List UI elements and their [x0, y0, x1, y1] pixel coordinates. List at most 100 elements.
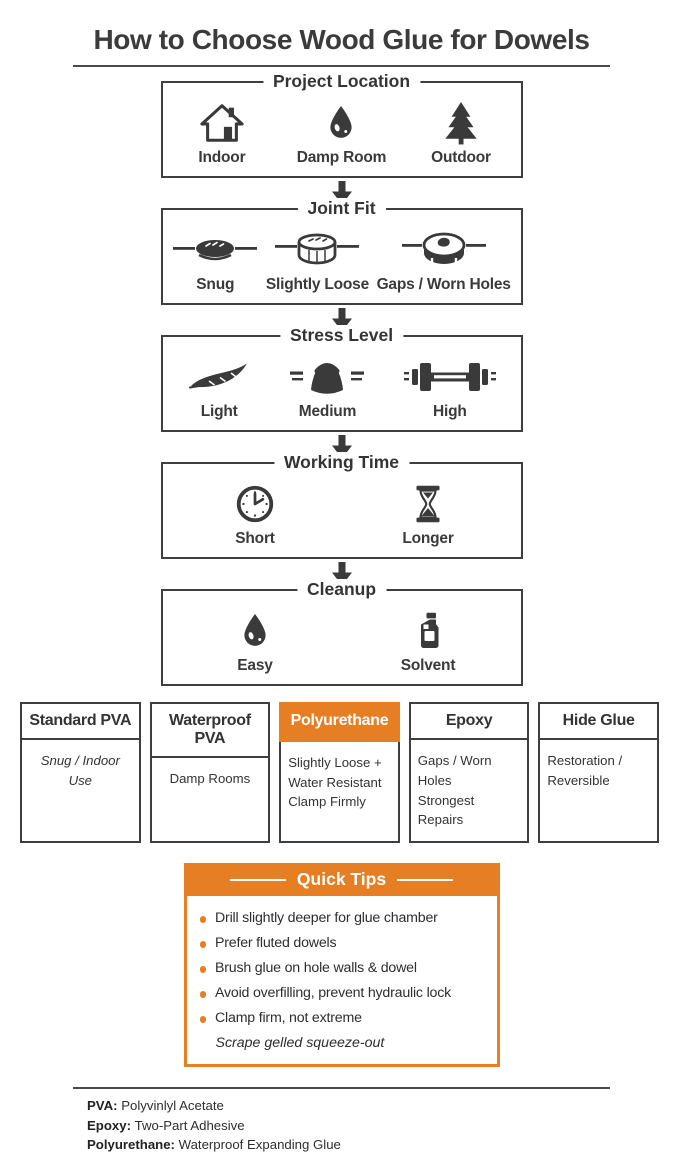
glue-card-description: Restoration / Reversible [547, 753, 623, 788]
legend-definition: Polyvinlyl Acetate [121, 1098, 224, 1114]
legend-entry-polyurethane: Polyurethane: Waterproof Expanding Glue [87, 1137, 610, 1152]
tip-text: Clamp firm, not extreme [215, 1010, 362, 1027]
tip-text: Drill slightly deeper for glue chamber [215, 910, 438, 927]
quick-tips-header: Quick Tips [186, 866, 497, 897]
flow-item-high: High [403, 354, 496, 421]
worn-hole-icon [401, 227, 487, 273]
flow-box-items: Light Medium High [169, 354, 515, 421]
tip-text: Avoid overfilling, prevent hydraulic loc… [215, 985, 452, 1002]
hourglass-icon [413, 481, 443, 527]
flow-item-solvent: Solvent [396, 608, 460, 675]
legend-term: PVA: [87, 1098, 122, 1114]
legend-definition: Two-Part Adhesive [134, 1117, 245, 1133]
item-label: Damp Room [296, 149, 387, 166]
glue-card-description: Slightly Loose + Water Resistant Clamp F… [288, 754, 382, 810]
glue-card-title: Waterproof PVA [151, 704, 269, 758]
bullet-icon [199, 966, 206, 973]
pine-tree-icon [443, 100, 479, 146]
flow-box-items: Short Longer [169, 481, 515, 548]
item-label: Easy [237, 657, 273, 674]
glue-card-title: Standard PVA [22, 704, 139, 740]
glue-card-waterproof-pva: Waterproof PVA Damp Rooms [149, 702, 271, 844]
water-drop-icon [241, 608, 269, 654]
tip-footnote: Scrape gelled squeeze-out [215, 1035, 385, 1052]
flow-item-indoor: Indoor [190, 100, 254, 167]
tip-item: Brush glue on hole walls & dowel [199, 960, 489, 977]
flow-box-title: Cleanup [296, 579, 387, 600]
flow-box-items: Snug Slightly Loose Gaps / Worn Holes [169, 227, 515, 294]
loose-dowel-icon [274, 227, 360, 273]
legend-entry-epoxy: Epoxy: Two-Part Adhesive [87, 1118, 610, 1133]
item-label: Solvent [400, 657, 456, 674]
flow-item-short: Short [223, 481, 287, 548]
snug-dowel-icon [172, 227, 258, 273]
clock-icon [234, 481, 276, 527]
header-rule-left [229, 878, 286, 881]
bullet-icon [199, 991, 206, 998]
tip-text: Prefer fluted dowels [215, 935, 337, 952]
flow-item-light: Light [187, 354, 251, 421]
solvent-bottle-icon [413, 608, 443, 654]
glue-cards-row: Standard PVA Snug / Indoor Use Waterproof … [0, 701, 683, 844]
flow-item-damp-room: Damp Room [297, 100, 386, 167]
bullet-icon [199, 941, 206, 948]
flow-box-title: Joint Fit [297, 198, 386, 219]
item-label: Light [200, 403, 238, 420]
glue-card-standard-pva: Standard PVA Snug / Indoor Use [20, 702, 141, 844]
tip-item: Clamp firm, not extreme [199, 1010, 489, 1027]
glue-card-title: Polyurethane [279, 701, 400, 742]
tip-item: Prefer fluted dowels [199, 935, 489, 952]
legend-definition: Waterproof Expanding Glue [178, 1137, 341, 1152]
tip-item: Drill slightly deeper for glue chamber [199, 910, 489, 927]
glue-card-title: Epoxy [410, 704, 528, 740]
legend-term: Epoxy: [87, 1117, 135, 1133]
infographic: How to Choose Wood Glue for Dowels Proje… [0, 24, 683, 1152]
water-drop-icon [327, 100, 355, 146]
glue-card-description: Gaps / Worn Holes Strongest Repairs [417, 753, 492, 828]
legend-term: Polyurethane: [87, 1137, 179, 1152]
item-label: Medium [298, 403, 357, 420]
bullet-icon [199, 916, 206, 923]
glue-card-title: Hide Glue [540, 704, 657, 740]
kettlebell-icon [288, 354, 366, 400]
title-block: How to Choose Wood Glue for Dowels [0, 24, 683, 67]
flow-box-title: Stress Level [279, 325, 404, 346]
flow-box-title: Working Time [273, 452, 410, 473]
item-label: Indoor [198, 149, 246, 166]
flow-box-items: Indoor Damp Room Outdoor [169, 100, 515, 167]
flow-item-outdoor: Outdoor [429, 100, 493, 167]
tip-text: Brush glue on hole walls & dowel [215, 960, 417, 977]
flow-item-slightly-loose: Slightly Loose [266, 227, 369, 294]
item-label: Gaps / Worn Holes [376, 276, 511, 293]
item-label: Short [235, 530, 275, 547]
flow-item-snug: Snug [172, 227, 258, 294]
dumbbell-icon [403, 354, 496, 400]
flow-item-easy: Easy [223, 608, 287, 675]
item-label: Slightly Loose [265, 276, 369, 293]
legend-entry-pva: PVA: Polyvinlyl Acetate [87, 1098, 610, 1113]
house-icon [199, 100, 245, 146]
item-label: Outdoor [431, 149, 491, 166]
glue-card-description: Damp Rooms [169, 771, 251, 786]
quick-tips-title: Quick Tips [296, 869, 387, 890]
bullet-icon [199, 1016, 206, 1023]
item-label: High [432, 403, 467, 420]
feather-icon [189, 354, 249, 400]
header-rule-right [397, 878, 454, 881]
flow-item-longer: Longer [396, 481, 460, 548]
item-label: Snug [196, 276, 235, 293]
title-underline [73, 65, 610, 67]
tip-item: Avoid overfilling, prevent hydraulic loc… [199, 985, 489, 1002]
glue-card-description: Snug / Indoor Use [40, 753, 120, 788]
